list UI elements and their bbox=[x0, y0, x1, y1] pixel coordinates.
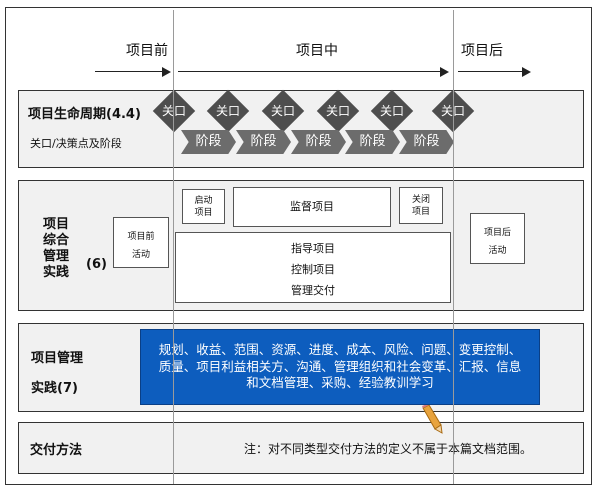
arrow-during-head bbox=[440, 67, 449, 77]
delivery-note: 注：对不同类型交付方法的定义不属于本篇文档范围。 bbox=[244, 442, 533, 456]
close-project-line: 关闭 bbox=[411, 195, 430, 205]
start-project-line: 项目 bbox=[194, 208, 213, 218]
stage-chevron: 阶段 bbox=[291, 130, 346, 154]
practices-line: 规划、收益、范围、资源、进度、成本、风险、问题、变更控制、 bbox=[158, 342, 522, 357]
gate-label: 关口 bbox=[440, 104, 465, 118]
practices-list-box: 规划、收益、范围、资源、进度、成本、风险、问题、变更控制、 质量、项目利益相关方… bbox=[140, 329, 540, 405]
gate-label: 关口 bbox=[325, 104, 350, 118]
post-activity-line: 项目后 bbox=[483, 228, 511, 238]
pre-activity-line: 项目前 bbox=[127, 232, 155, 242]
phase-post-label: 项目后 bbox=[461, 43, 503, 59]
pm-practice-title-2: 实践(7) bbox=[31, 381, 78, 396]
gate-label: 关口 bbox=[161, 104, 186, 118]
practices-line: 和文档管理、采购、经验教训学习 bbox=[246, 375, 434, 390]
pre-activity-box: 项目前 活动 bbox=[113, 217, 169, 268]
divider-line-post bbox=[453, 10, 454, 484]
delivery-band bbox=[18, 422, 584, 474]
direct-item: 管理交付 bbox=[291, 284, 335, 297]
integrated-count: (6) bbox=[86, 257, 107, 272]
integrated-title-line: 项目 bbox=[43, 217, 70, 232]
gate-label: 关口 bbox=[215, 104, 240, 118]
monitor-project-box: 监督项目 bbox=[233, 187, 391, 227]
post-activity-box: 项目后 活动 bbox=[470, 213, 525, 264]
integrated-title-line: 综合 bbox=[43, 233, 70, 248]
lifecycle-subtitle: 关口/决策点及阶段 bbox=[30, 137, 122, 150]
divider-line-pre bbox=[173, 10, 174, 484]
lifecycle-band bbox=[18, 90, 584, 168]
stage-chevron: 阶段 bbox=[181, 130, 236, 154]
arrow-pre-head bbox=[162, 67, 171, 77]
start-project-line: 启动 bbox=[194, 196, 213, 206]
pre-activity-line: 活动 bbox=[131, 250, 150, 260]
pencil-icon bbox=[422, 405, 443, 434]
gate-label: 关口 bbox=[270, 104, 295, 118]
integrated-title-line: 管理 bbox=[43, 249, 70, 264]
integrated-title: 项目 综合 管理 实践 bbox=[43, 217, 69, 281]
phase-during-label: 项目中 bbox=[296, 43, 338, 59]
post-activity-line: 活动 bbox=[488, 246, 507, 256]
start-project-box: 启动 项目 bbox=[182, 189, 225, 224]
pm-practice-title-1: 项目管理 bbox=[31, 351, 84, 366]
close-project-line: 项目 bbox=[411, 207, 430, 217]
close-project-box: 关闭 项目 bbox=[399, 187, 443, 224]
integrated-title-line: 实践 bbox=[43, 265, 70, 280]
direct-control-box: 指导项目 控制项目 管理交付 bbox=[175, 232, 451, 303]
arrow-post-line bbox=[458, 71, 522, 72]
phase-pre-label: 项目前 bbox=[126, 43, 168, 59]
stage-chevron: 阶段 bbox=[345, 130, 400, 154]
stage-chevron: 阶段 bbox=[236, 130, 291, 154]
arrow-pre-line bbox=[95, 71, 162, 72]
direct-item: 指导项目 bbox=[291, 242, 335, 255]
stage-chevron: 阶段 bbox=[399, 130, 454, 154]
delivery-title: 交付方法 bbox=[30, 443, 83, 458]
gate-label: 关口 bbox=[379, 104, 404, 118]
arrow-post-head bbox=[522, 67, 531, 77]
practices-line: 质量、项目利益相关方、沟通、管理组织和社会变革、汇报、信息 bbox=[158, 358, 522, 374]
direct-item: 控制项目 bbox=[291, 263, 335, 276]
lifecycle-title: 项目生命周期(4.4) bbox=[28, 107, 141, 122]
arrow-during-line bbox=[178, 71, 440, 72]
